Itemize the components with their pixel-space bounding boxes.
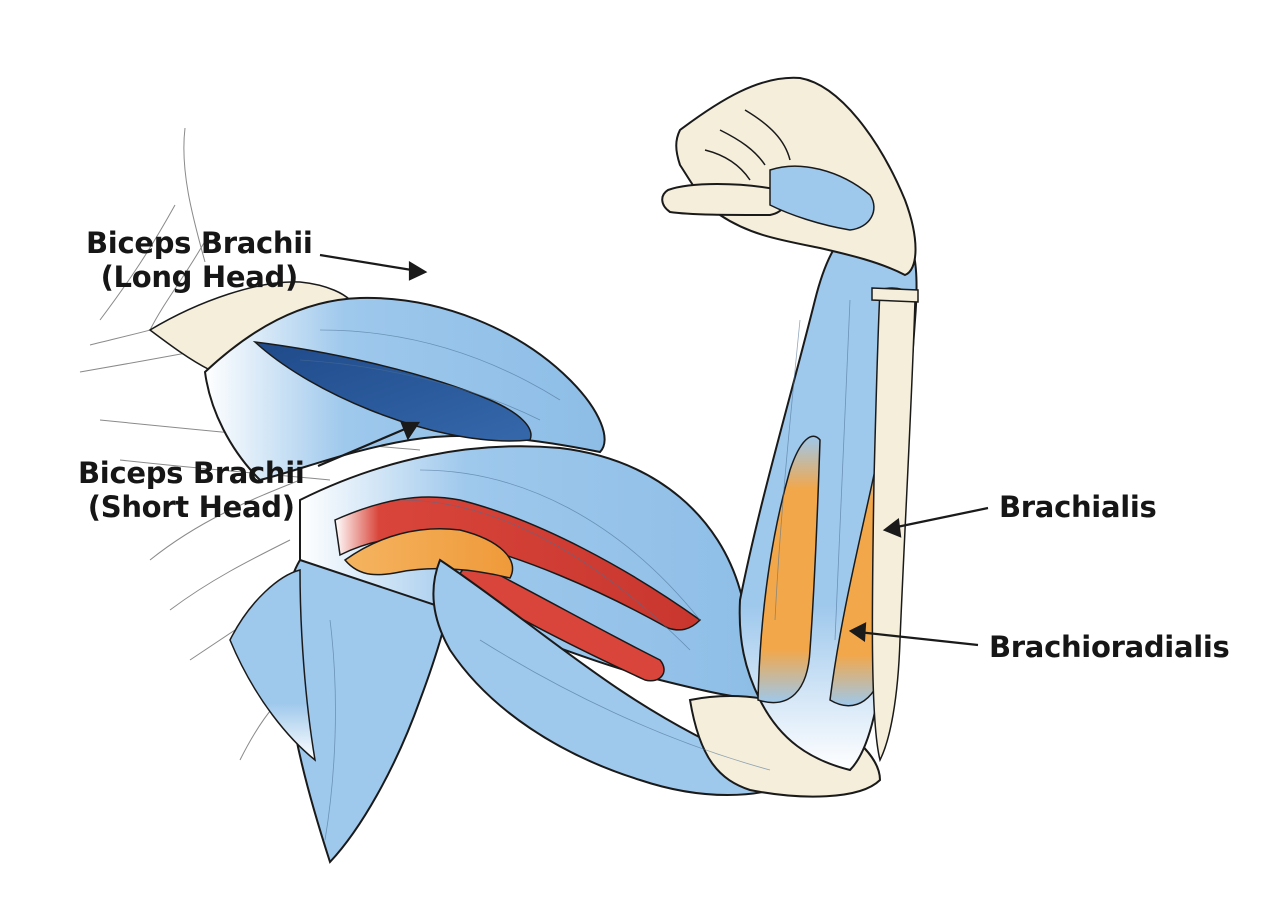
label-arrows xyxy=(317,253,989,647)
label-biceps-short-head-line2: (Short Head) xyxy=(87,490,295,524)
muscle-fiber-lines xyxy=(299,299,851,841)
arrow-brachialis xyxy=(891,506,989,530)
label-brachialis: Brachialis xyxy=(999,490,1157,524)
arrow-long-head xyxy=(319,253,419,273)
biceps-deep-dark-muscle xyxy=(252,340,532,442)
finger-lines xyxy=(704,109,791,181)
label-biceps-long-head: Biceps Brachii (Long Head) xyxy=(86,226,313,294)
orange-muscle-band xyxy=(343,528,514,579)
brachialis-muscle xyxy=(757,435,821,704)
label-biceps-short-head: Biceps Brachii (Short Head) xyxy=(78,456,305,524)
label-biceps-long-head-line2: (Long Head) xyxy=(100,260,299,294)
thumb xyxy=(661,183,787,217)
wrist-bone xyxy=(871,287,919,303)
label-brachioradialis: Brachioradialis xyxy=(989,630,1230,664)
arrow-brachioradialis xyxy=(857,630,979,647)
label-biceps-short-head-line1: Biceps Brachii xyxy=(78,456,305,490)
label-biceps-long-head-line1: Biceps Brachii xyxy=(86,226,313,260)
arrow-short-head xyxy=(317,424,413,468)
teres-muscle xyxy=(229,569,317,762)
hand-blue-tendon xyxy=(769,165,875,231)
